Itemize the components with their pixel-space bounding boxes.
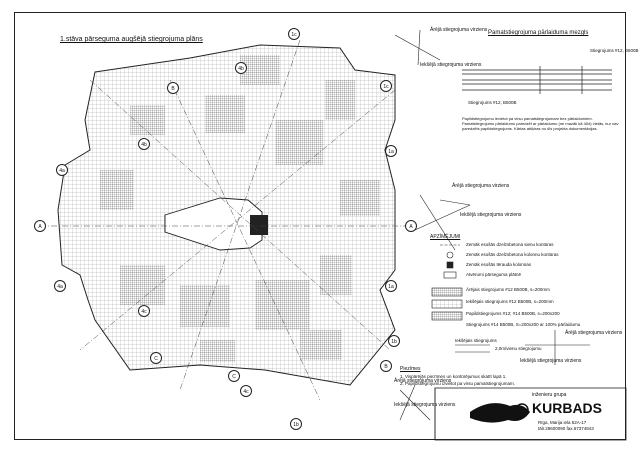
axis-bubble-1c-right: 1c [380,80,392,92]
direction-lower-label-3: Iekšējā stiegrojuma virziens [520,358,582,364]
legend-item: Zemāk esošās dzelzsbetona kolonnu kontūr… [466,252,559,257]
direction-lower-label-4: Iekšējā stiegrojuma virziens [394,402,456,408]
legend-item: Ārējais stiegrojums #12 B500B, s=200mm [466,287,550,292]
legend-item: Zemāk esošās dzelzsbetona sienu kontūras [466,242,554,247]
legend-item: Atvērumi pārseguma plātnē [466,272,522,277]
node-title: Pamatstiegrojuma pārlaiduma mezgls [488,30,589,36]
legend-item: Zemāk esošās tērauda kolonnas [466,262,532,267]
legend-item: Papildstiegrojums #12; #14 B500B, s=200x… [466,311,560,316]
axis-bubble-c-left: C [150,352,162,364]
axis-bubble-4c-left: 4c [138,305,150,317]
direction-upper-label-3: Ārējā stiegrojuma virziens [565,330,623,336]
axis-bubble-1a-top: 1a [385,145,397,157]
axis-lines [40,39,415,401]
note-1: 1. Vispārējās piezīmes un kontūrējumus s… [400,374,507,379]
stirrup-label: Iekšējais stiegrojums [455,338,497,343]
bar-note: 2,0m/vienu stiegrojumu [495,346,542,351]
node-label-bottom: Stiegrojums #12, B500B [468,100,517,105]
axis-bubble-4c-bottom: 4c [240,385,252,397]
axis-bubble-4a-top: 4a [56,164,68,176]
node-label-top: Stiegrojums #12, B500B [590,48,639,53]
direction-lower-label-1: Iekšējā stiegrojuma virziens [420,62,482,68]
axis-bubble-1b-bottom: 1b [290,418,302,430]
legend: Zemāk esošās dzelzsbetona sienu kontūras… [466,242,626,332]
legend-item: Stiegrojums #14 B500B, S=200x200 ar 100%… [466,322,581,327]
company-name: KURBADS [532,400,602,416]
plan-title: 1.stāva pārseguma augšējā stiegrojuma pl… [60,36,203,43]
axis-bubble-1b-right: 1b [388,335,400,347]
direction-lower-label-2: Iekšējā stiegrojuma virziens [460,212,522,218]
axis-bubble-b-bottom: B [380,360,392,372]
axis-bubble-4b-left: 4b [138,138,150,150]
kurbads-logo [470,403,530,423]
axis-bubble-1a-bottom: 1a [385,280,397,292]
note-2: 2. Papildstiegrojumu izvietot pa virsu p… [400,381,516,386]
axis-bubble-b-top: B [167,82,179,94]
legend-item: Iekšējais stiegrojums #12 B500B, s=200mm [466,299,554,304]
company-address: Rīga, Marija iela 52A-17 [538,420,587,425]
direction-arrows [394,29,590,421]
stair-core [250,215,268,235]
direction-upper-label-2: Ārējā stiegrojuma virziens [452,183,510,189]
company-tagline: inženieru grupa [532,392,567,398]
node-detail [462,66,612,94]
company-phone: tālr.28600090 fax.67374843 [538,426,594,431]
axis-bubble-c-bottom: C [228,370,240,382]
axis-bubble-4a-bottom: 4a [54,280,66,292]
central-opening [164,197,263,251]
axis-bubble-a-left: A [34,220,46,232]
legend-title: APZĪMĒJUMI [430,234,461,240]
notes-title: Piezīmes [400,366,421,372]
direction-upper-label-4: Ārējā stiegrojuma virziens [394,378,452,384]
legend-symbols [431,244,490,353]
axis-bubble-4b-top: 4b [235,62,247,74]
axis-bubble-1c-top: 1c [288,28,300,40]
drawing-sheet [14,12,626,440]
axis-bubble-a-right: A [405,220,417,232]
direction-upper-label-1: Ārējā stiegrojuma virziens [430,27,488,33]
node-note: Papildstiegrojumu ievietot pa virsu pama… [462,116,619,131]
